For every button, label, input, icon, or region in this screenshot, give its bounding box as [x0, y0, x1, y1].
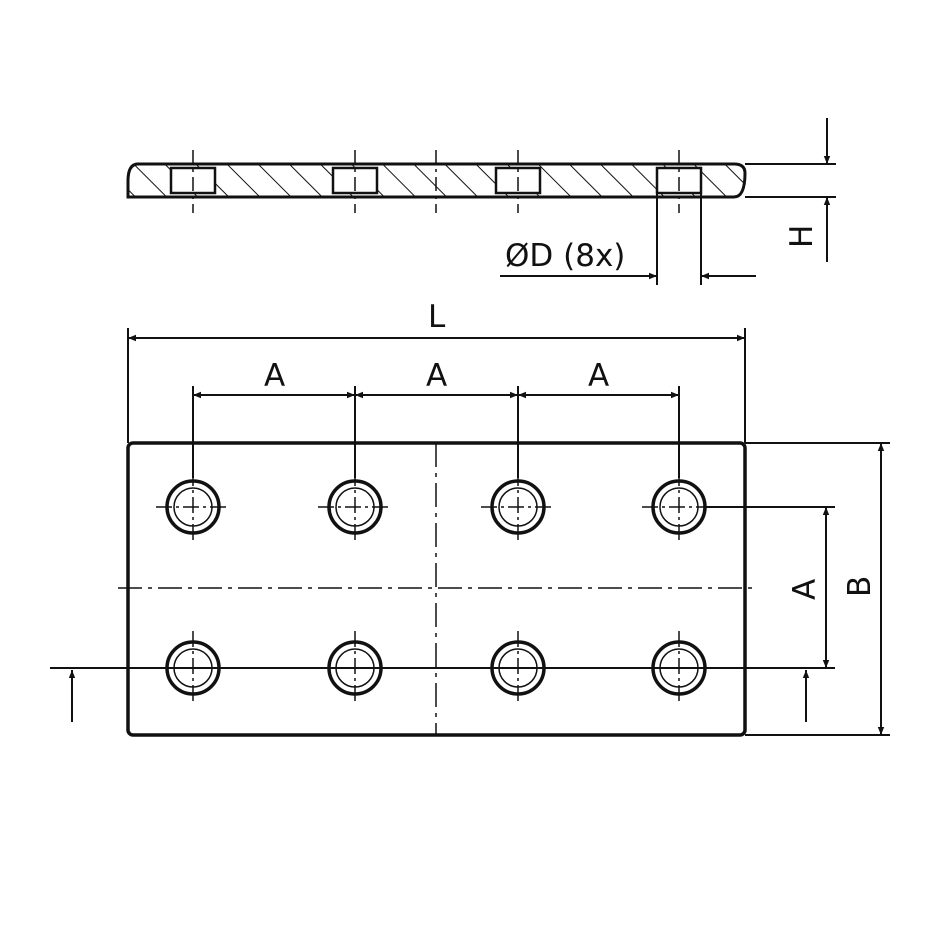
width-label: B [842, 576, 878, 597]
pitch-label-2: A [426, 358, 447, 394]
hole-2 [318, 470, 392, 544]
pitch-label-1: A [264, 358, 285, 394]
diameter-label: ØD (8x) [505, 238, 625, 274]
length-label: L [428, 299, 446, 335]
height-label: H [784, 225, 820, 248]
side-view: ØD (8x) H [126, 118, 836, 285]
hole-3 [481, 470, 555, 544]
plate-holes [156, 470, 716, 705]
vertical-pitch-label: A [787, 579, 823, 600]
side-view-centerlines [192, 150, 680, 213]
hole-1 [156, 470, 230, 544]
top-view: L A A A A B [50, 299, 890, 737]
pitch-label-3: A [588, 358, 609, 394]
